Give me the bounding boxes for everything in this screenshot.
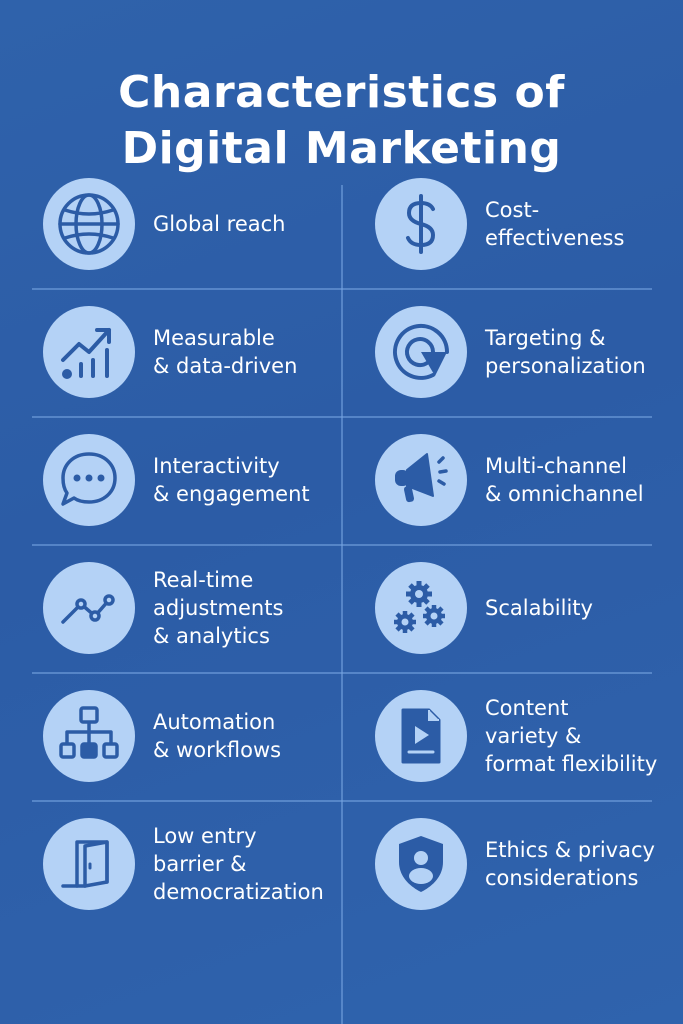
item-label: Automation & workflows: [153, 710, 282, 762]
item-label: Cost- effectiveness: [485, 198, 625, 250]
target-icon: [375, 306, 467, 398]
shield-user-icon: [375, 818, 467, 910]
title-line-2: Digital Marketing: [121, 123, 562, 175]
column-divider: [341, 185, 343, 1024]
characteristic-cost-effectiveness: Cost- effectiveness: [375, 178, 683, 306]
item-label: Global reach: [153, 212, 286, 236]
line-chart-icon: [43, 562, 135, 654]
title-line-1: Characteristics of: [118, 67, 565, 119]
item-label: Low entry barrier & democratization: [153, 824, 324, 904]
dollar-icon: [375, 178, 467, 270]
item-label: Ethics & privacy considerations: [485, 838, 655, 890]
item-label: Measurable & data-driven: [153, 326, 298, 378]
item-label: Content variety & format flexibility: [485, 696, 658, 776]
gears-icon: [375, 562, 467, 654]
workflow-icon: [43, 690, 135, 782]
characteristic-low-entry: Low entry barrier & democratization: [43, 818, 373, 946]
globe-icon: [43, 178, 135, 270]
row-divider: [32, 672, 652, 674]
characteristic-interactivity: Interactivity & engagement: [43, 434, 373, 562]
characteristic-automation: Automation & workflows: [43, 690, 373, 818]
characteristic-ethics-privacy: Ethics & privacy considerations: [375, 818, 683, 946]
chat-bubble-icon: [43, 434, 135, 526]
characteristic-real-time: Real-time adjustments & analytics: [43, 562, 373, 690]
characteristic-scalability: Scalability: [375, 562, 683, 690]
characteristic-multichannel: Multi-channel & omnichannel: [375, 434, 683, 562]
item-label: Targeting & personalization: [485, 326, 646, 378]
megaphone-icon: [375, 434, 467, 526]
characteristic-measurable: Measurable & data-driven: [43, 306, 373, 434]
growth-chart-icon: [43, 306, 135, 398]
characteristic-targeting: Targeting & personalization: [375, 306, 683, 434]
row-divider: [32, 416, 652, 418]
item-label: Real-time adjustments & analytics: [153, 568, 284, 648]
characteristic-content-variety: Content variety & format flexibility: [375, 690, 683, 818]
item-label: Multi-channel & omnichannel: [485, 454, 644, 506]
characteristic-global-reach: Global reach: [43, 178, 373, 306]
row-divider: [32, 288, 652, 290]
item-label: Interactivity & engagement: [153, 454, 310, 506]
row-divider: [32, 544, 652, 546]
door-icon: [43, 818, 135, 910]
page-title: Characteristics of Digital Marketing: [0, 65, 683, 177]
item-label: Scalability: [485, 596, 593, 620]
video-file-icon: [375, 690, 467, 782]
row-divider: [32, 800, 652, 802]
